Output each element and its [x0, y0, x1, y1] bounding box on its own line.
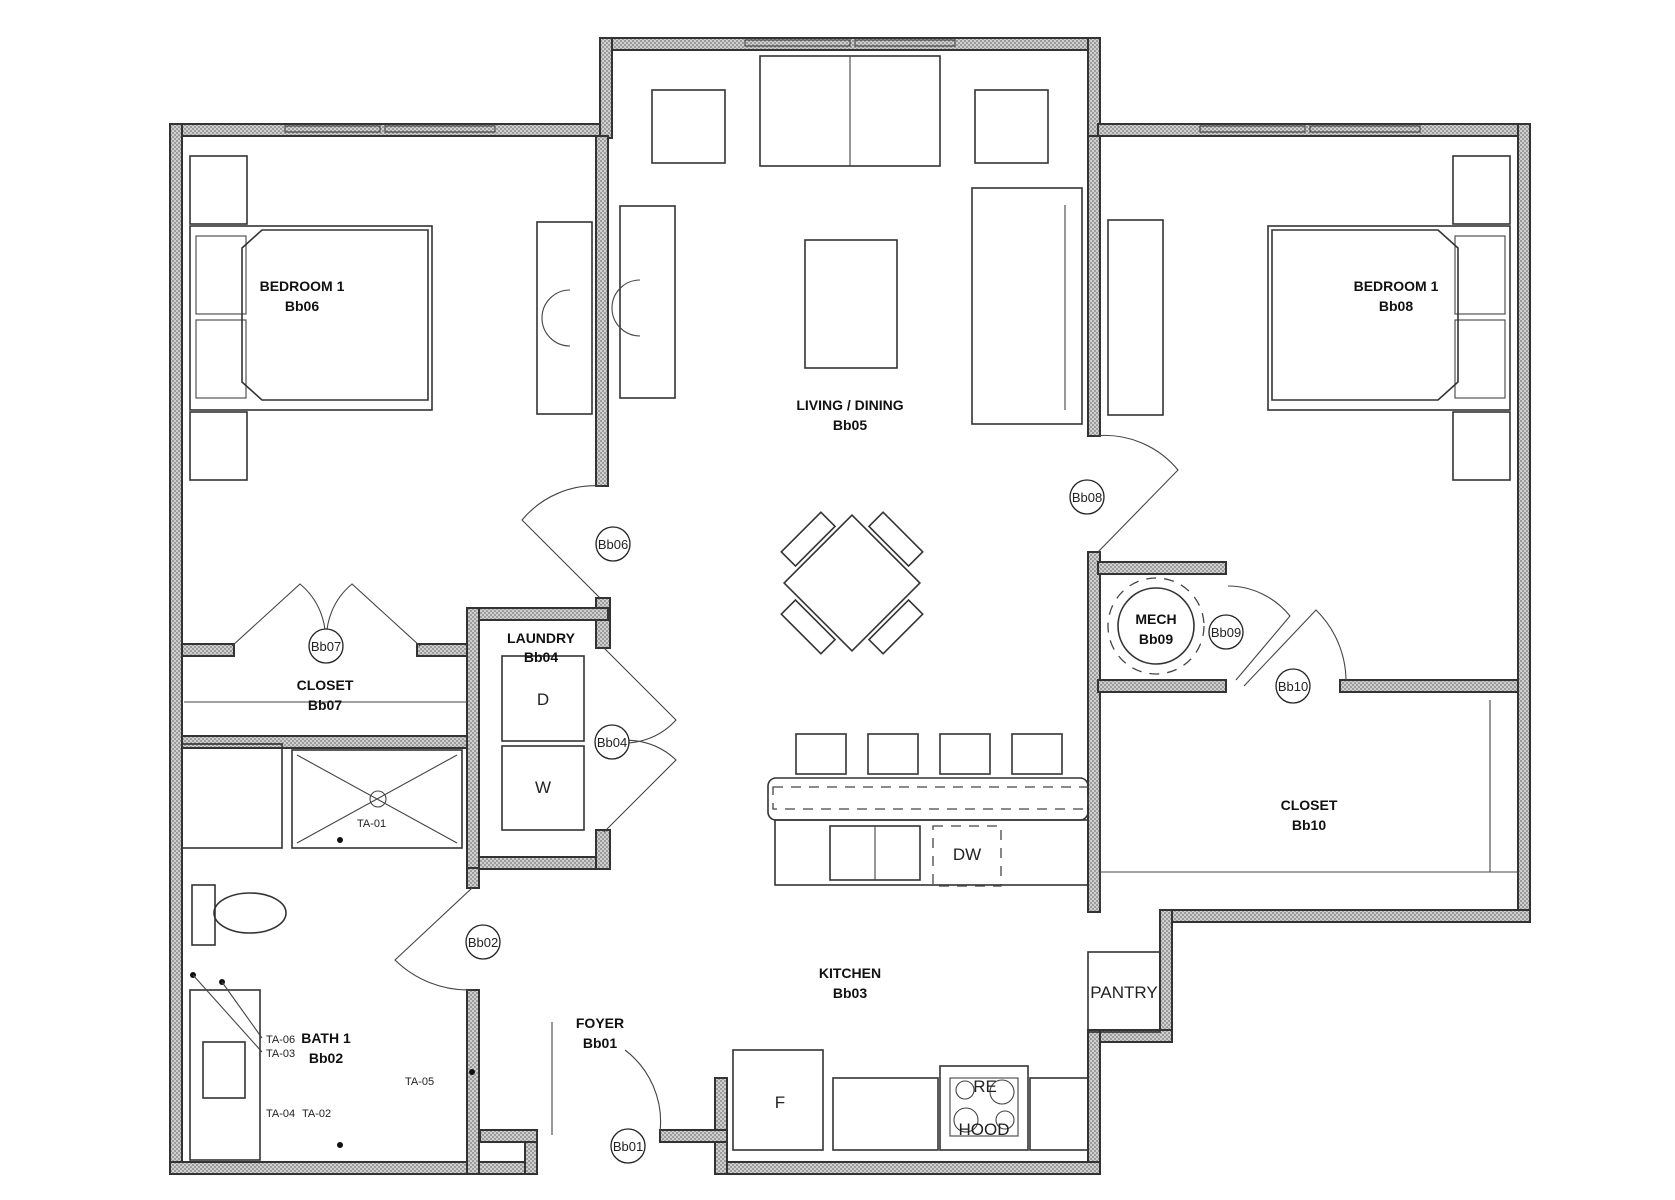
room-label-mech: MECH [1135, 611, 1176, 627]
door-tag-bb09: Bb09 [1211, 625, 1241, 640]
room-label-bedroom-right: BEDROOM 1 [1354, 278, 1439, 294]
laundry-appliances [501, 655, 585, 831]
living-furniture [651, 55, 1164, 655]
room-label-laundry: LAUNDRY [507, 630, 576, 646]
room-code-laundry: Bb04 [524, 649, 558, 665]
door-tag-bb07: Bb07 [311, 639, 341, 654]
note-ta-02: TA-02 [302, 1108, 331, 1120]
door-tag-bb10: Bb10 [1278, 679, 1308, 694]
room-label-foyer: FOYER [576, 1015, 624, 1031]
hood-label: HOOD [959, 1120, 1010, 1139]
room-code-bedroom-right: Bb08 [1379, 298, 1413, 314]
room-code-kitchen: Bb03 [833, 985, 867, 1001]
room-code-mech: Bb09 [1139, 631, 1173, 647]
note-ta-04: TA-04 [266, 1108, 295, 1120]
range-label: RE [973, 1077, 997, 1096]
room-label-living: LIVING / DINING [796, 397, 903, 413]
room-code-closet-left: Bb07 [308, 697, 342, 713]
dryer-label: D [537, 690, 549, 709]
room-code-foyer: Bb01 [583, 1035, 617, 1051]
room-code-living: Bb05 [833, 417, 867, 433]
door-tags: Bb06 Bb08 Bb07 Bb04 Bb09 Bb10 Bb02 Bb01 [308, 479, 1311, 1164]
doors [231, 434, 1347, 1135]
exterior-walls [169, 37, 1531, 1175]
room-label-closet-left: CLOSET [297, 677, 354, 693]
door-tag-bb02: Bb02 [468, 935, 498, 950]
closet-right-hangers [1099, 700, 1518, 908]
note-ta-01: TA-01 [357, 818, 386, 830]
washer-label: W [535, 778, 551, 797]
note-ta-06: TA-06 [266, 1034, 295, 1046]
dishwasher-label: DW [953, 845, 981, 864]
door-tag-bb06: Bb06 [598, 537, 628, 552]
room-code-closet-right: Bb10 [1292, 817, 1326, 833]
room-label-closet-right: CLOSET [1281, 797, 1338, 813]
fridge-label: F [775, 1093, 785, 1112]
note-ta-03: TA-03 [266, 1048, 295, 1060]
kitchen-fixtures [732, 733, 1161, 1151]
mech-unit [1107, 577, 1205, 675]
room-code-bedroom-left: Bb06 [285, 298, 319, 314]
room-label-bath: BATH 1 [301, 1030, 351, 1046]
bedroom-right-furniture [1267, 155, 1511, 481]
room-label-pantry: PANTRY [1090, 983, 1157, 1002]
door-tag-bb08: Bb08 [1072, 490, 1102, 505]
room-code-bath: Bb02 [309, 1050, 343, 1066]
door-tag-bb01: Bb01 [613, 1139, 643, 1154]
bedroom-left-furniture [189, 155, 676, 481]
note-ta-05: TA-05 [405, 1076, 434, 1088]
room-label-kitchen: KITCHEN [819, 965, 881, 981]
interior-walls [181, 135, 1519, 1175]
door-tag-bb04: Bb04 [597, 735, 627, 750]
room-label-bedroom-left: BEDROOM 1 [260, 278, 345, 294]
windows [284, 39, 1421, 133]
bath-fixtures [181, 743, 475, 1161]
